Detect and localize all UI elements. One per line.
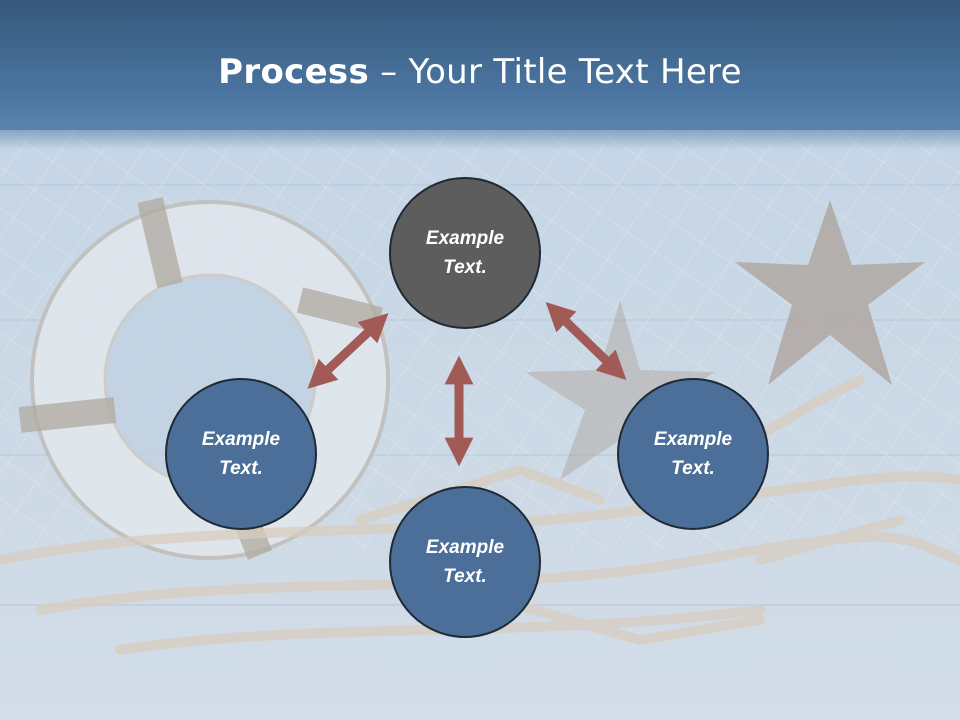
process-node-top[interactable]: Example Text. <box>389 177 541 329</box>
title-bar-fade <box>0 120 960 150</box>
title-separator: – <box>369 52 409 92</box>
title-bold-part: Process <box>218 52 370 92</box>
slide-title[interactable]: Process – Your Title Text Here <box>0 52 960 92</box>
node-left-text: Example Text. <box>201 429 281 479</box>
node-bottom-text: Example Text. <box>425 537 505 587</box>
title-text: Your Title Text Here <box>408 52 742 92</box>
process-node-right[interactable]: Example Text. <box>617 378 769 530</box>
title-bar <box>0 0 960 130</box>
starfish-decoration <box>525 200 925 480</box>
node-top-text: Example Text. <box>425 228 505 278</box>
process-node-left[interactable]: Example Text. <box>165 378 317 530</box>
driftwood-decoration <box>0 375 960 655</box>
node-right-text: Example Text. <box>653 429 733 479</box>
process-node-bottom[interactable]: Example Text. <box>389 486 541 638</box>
